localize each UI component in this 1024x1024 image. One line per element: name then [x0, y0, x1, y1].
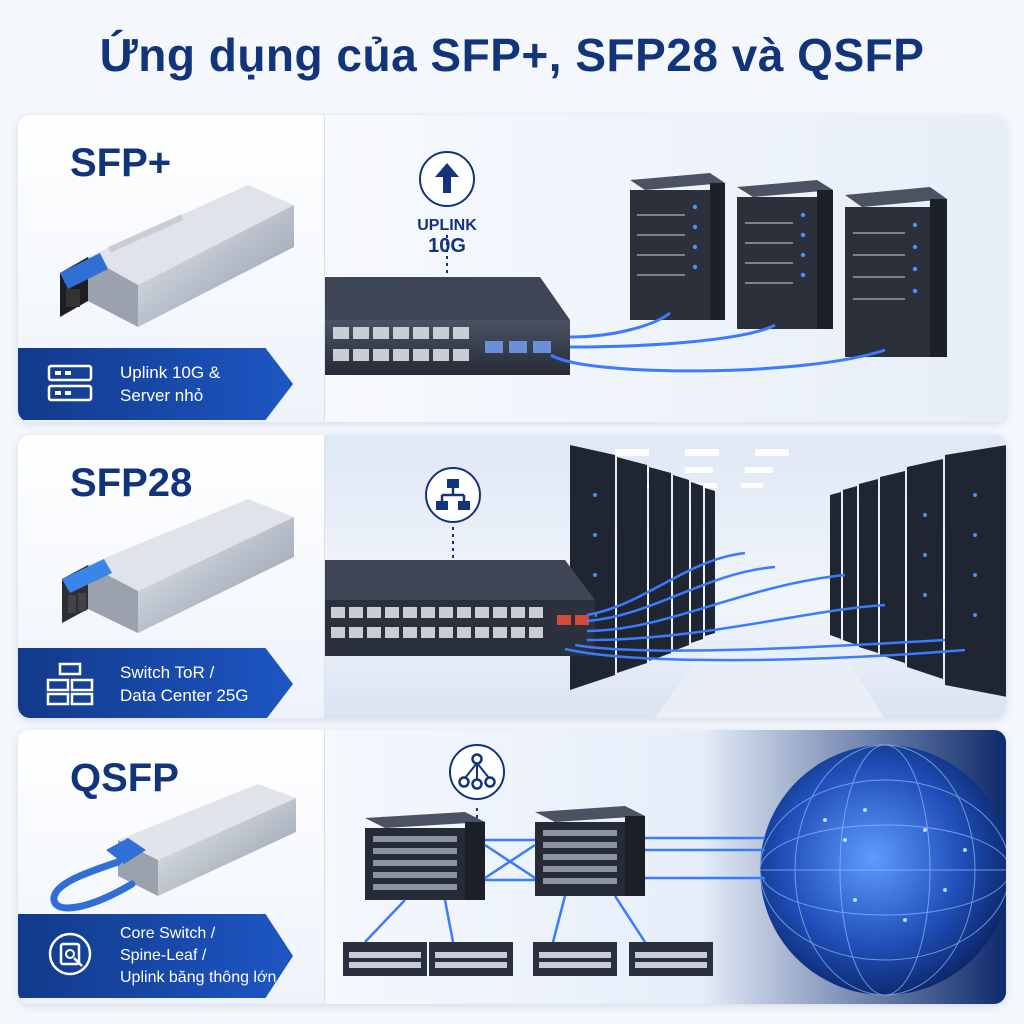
sfp-plus-module-image: [60, 185, 294, 327]
section-sfp-plus: SFP+ Uplink 10G &: [18, 115, 1006, 422]
sfp-plus-scene: UPLINK 10G: [324, 115, 1006, 422]
sfp-plus-caption-banner: Uplink 10G & Server nhỏ: [18, 348, 293, 420]
sfp28-heading: SFP28: [70, 461, 193, 505]
sfp28-info-panel: SFP28 Switch ToR /: [18, 435, 324, 718]
sfp-plus-info-panel: SFP+ Uplink 10G &: [18, 115, 324, 422]
page-title: Ứng dụng của SFP+, SFP28 và QSFP: [99, 29, 925, 81]
uplink-10g-label: UPLINK 10G: [417, 217, 477, 257]
sfp28-caption-banner: Switch ToR / Data Center 25G: [18, 648, 293, 718]
network-hierarchy-icon: [425, 467, 481, 523]
qsfp-heading: QSFP: [70, 756, 179, 800]
qsfp-caption: Core Switch / Spine-Leaf / Uplink băng t…: [120, 925, 277, 986]
qsfp-scene-illustration: [325, 730, 1006, 1004]
qsfp-caption-banner: Core Switch / Spine-Leaf / Uplink băng t…: [18, 914, 293, 998]
qsfp-module-image: [50, 784, 296, 912]
sfp28-caption: Switch ToR / Data Center 25G: [120, 663, 249, 705]
network-nodes-icon: [449, 744, 505, 800]
server-rack: [630, 173, 725, 320]
sfp-plus-heading: SFP+: [70, 141, 172, 185]
transceiver-chip-icon: [48, 932, 92, 976]
sfp28-module-image: [62, 499, 294, 633]
upload-arrow-icon: [419, 151, 475, 207]
server-rack-icon: [46, 662, 94, 706]
section-sfp28: SFP28 Switch ToR /: [18, 435, 1006, 718]
section-qsfp: QSFP Core Switch / Spine-Leaf /: [18, 730, 1006, 1004]
switch-icon: [47, 364, 93, 402]
sfp-plus-caption: Uplink 10G & Server nhỏ: [120, 363, 221, 405]
sfp28-scene-illustration: [325, 435, 1006, 718]
qsfp-info-panel: QSFP Core Switch / Spine-Leaf /: [18, 730, 324, 1004]
sfp28-scene: [324, 435, 1006, 718]
qsfp-scene: [324, 730, 1006, 1004]
